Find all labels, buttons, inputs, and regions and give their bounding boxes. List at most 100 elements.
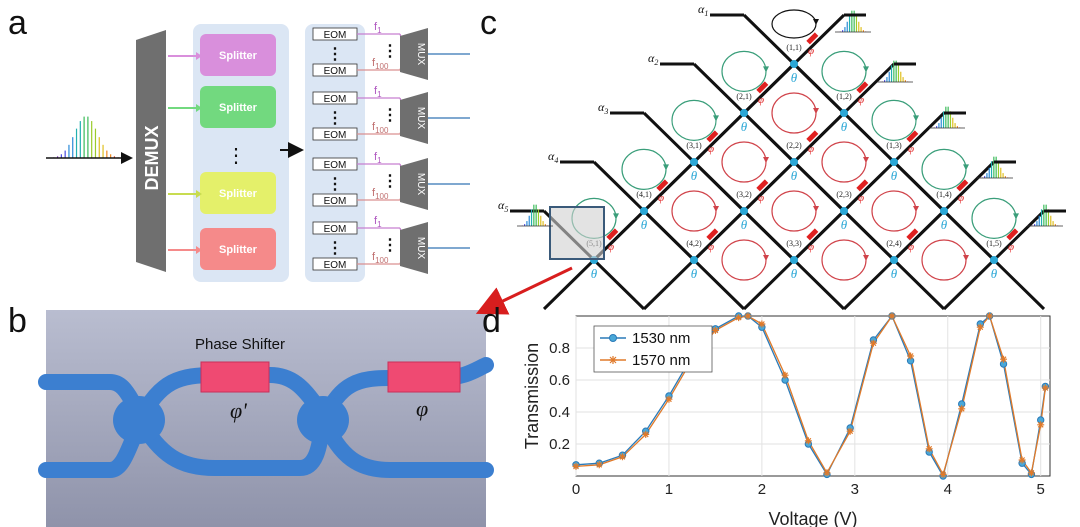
phase-marker: [806, 228, 819, 241]
freq-ellipsis: ⋮: [382, 107, 398, 124]
eom-label: EOM: [324, 94, 347, 105]
phi-label: φ: [858, 94, 864, 106]
loop-arrowhead: [813, 19, 819, 25]
loop-ring: [821, 141, 867, 183]
loop-circulation-icon: [821, 50, 869, 92]
phase-marker: [956, 179, 969, 192]
phi-label: φ: [958, 192, 964, 204]
mesh-node: [840, 109, 848, 117]
mux-label: MUX: [415, 43, 426, 66]
mesh-node: [740, 109, 748, 117]
legend-box: [593, 325, 713, 373]
data-point-1570: [735, 314, 743, 322]
data-point-1570: [1041, 384, 1049, 392]
data-point-1570: [1027, 469, 1035, 477]
mux-shape: [400, 28, 428, 80]
x-tick-label: 0: [572, 481, 580, 498]
loop-ring: [921, 148, 967, 190]
phase-marker: [606, 228, 619, 241]
phi-label: φ: [908, 241, 914, 253]
coupler-left: [113, 396, 165, 444]
data-point-1570: [804, 437, 812, 445]
phase-marker: [756, 179, 769, 192]
phi-prime-label: φ': [230, 398, 247, 423]
phase-marker: [656, 179, 669, 192]
loop-arrowhead: [963, 164, 969, 171]
y-tick-label: 0.6: [549, 372, 570, 389]
node-id-label: (1,2): [836, 92, 852, 101]
mesh-node: [790, 60, 798, 68]
loop-arrowhead: [813, 206, 819, 212]
node-id-label: (4,1): [636, 190, 652, 199]
phi-label: φ: [758, 94, 764, 106]
alpha-label: α4: [548, 149, 558, 165]
data-point-1570: [925, 445, 933, 453]
legend-label-1570: 1570 nm: [632, 352, 690, 369]
loop-circulation-icon: [921, 239, 969, 281]
x-tick-label: 4: [944, 481, 952, 498]
output-spectrum-lines: [877, 60, 913, 83]
phase-marker: [806, 32, 819, 45]
loop-circulation-icon: [821, 141, 869, 183]
loop-circulation-icon: [821, 239, 869, 281]
loop-ring: [671, 99, 717, 141]
data-point-1570: [665, 395, 673, 403]
splitter-block: [200, 172, 276, 214]
eom-label: EOM: [324, 66, 347, 77]
phi-label: φ: [608, 241, 614, 253]
phase-shifter-inner: [200, 361, 270, 393]
node-id-label: (1,4): [936, 190, 952, 199]
theta-label: θ: [741, 217, 748, 232]
phi-label: φ: [416, 396, 428, 421]
phase-marker: [756, 81, 769, 94]
data-point-1570: [758, 320, 766, 328]
node-id-label: (3,3): [786, 239, 802, 248]
loop-arrowhead: [863, 157, 869, 163]
eom-label: EOM: [324, 130, 347, 141]
node-id-label: (1,5): [986, 239, 1002, 248]
mesh-node: [690, 256, 698, 264]
node-id-label: (3,1): [686, 141, 702, 150]
node-id-label: (1,1): [786, 43, 802, 52]
data-point-1570: [642, 430, 650, 438]
eom-label: EOM: [324, 224, 347, 235]
data-point-1570: [781, 371, 789, 379]
y-tick-label: 0.4: [549, 404, 570, 421]
loop-circulation-icon: [721, 239, 769, 281]
data-point-1570: [1037, 421, 1045, 429]
phase-marker: [1006, 228, 1019, 241]
loop-arrowhead: [763, 66, 769, 73]
input-spectrum-lines: [47, 116, 125, 159]
mux-shape: [400, 222, 428, 274]
node-id-label: (4,2): [686, 239, 702, 248]
data-point-1570: [869, 339, 877, 347]
loop-ring: [871, 190, 917, 232]
loop-circulation-icon: [771, 190, 819, 232]
loop-arrowhead: [713, 115, 719, 122]
phi-label: φ: [1008, 241, 1014, 253]
loop-arrowhead: [963, 255, 969, 261]
demux-label: DEMUX: [142, 125, 162, 190]
data-point-1570: [976, 323, 984, 331]
loop-circulation-icon: [771, 9, 819, 39]
mesh-node: [890, 158, 898, 166]
mux-label: MUX: [415, 173, 426, 196]
phi-label: φ: [808, 241, 814, 253]
loop-ring: [921, 239, 967, 281]
eom-ellipsis: ⋮: [327, 176, 343, 193]
panel-c-label: c: [480, 4, 497, 42]
highlight-cell: [549, 206, 605, 260]
phi-label: φ: [708, 241, 714, 253]
splitter-label: Splitter: [219, 50, 258, 62]
eom-ellipsis: ⋮: [327, 110, 343, 127]
mesh-node: [940, 207, 948, 215]
y-tick-label: 0.8: [549, 340, 570, 357]
loop-arrowhead: [663, 164, 669, 171]
demux-arrow-head: [196, 190, 202, 198]
theta-label: θ: [791, 266, 798, 281]
mux-block: MUX: [400, 158, 470, 210]
